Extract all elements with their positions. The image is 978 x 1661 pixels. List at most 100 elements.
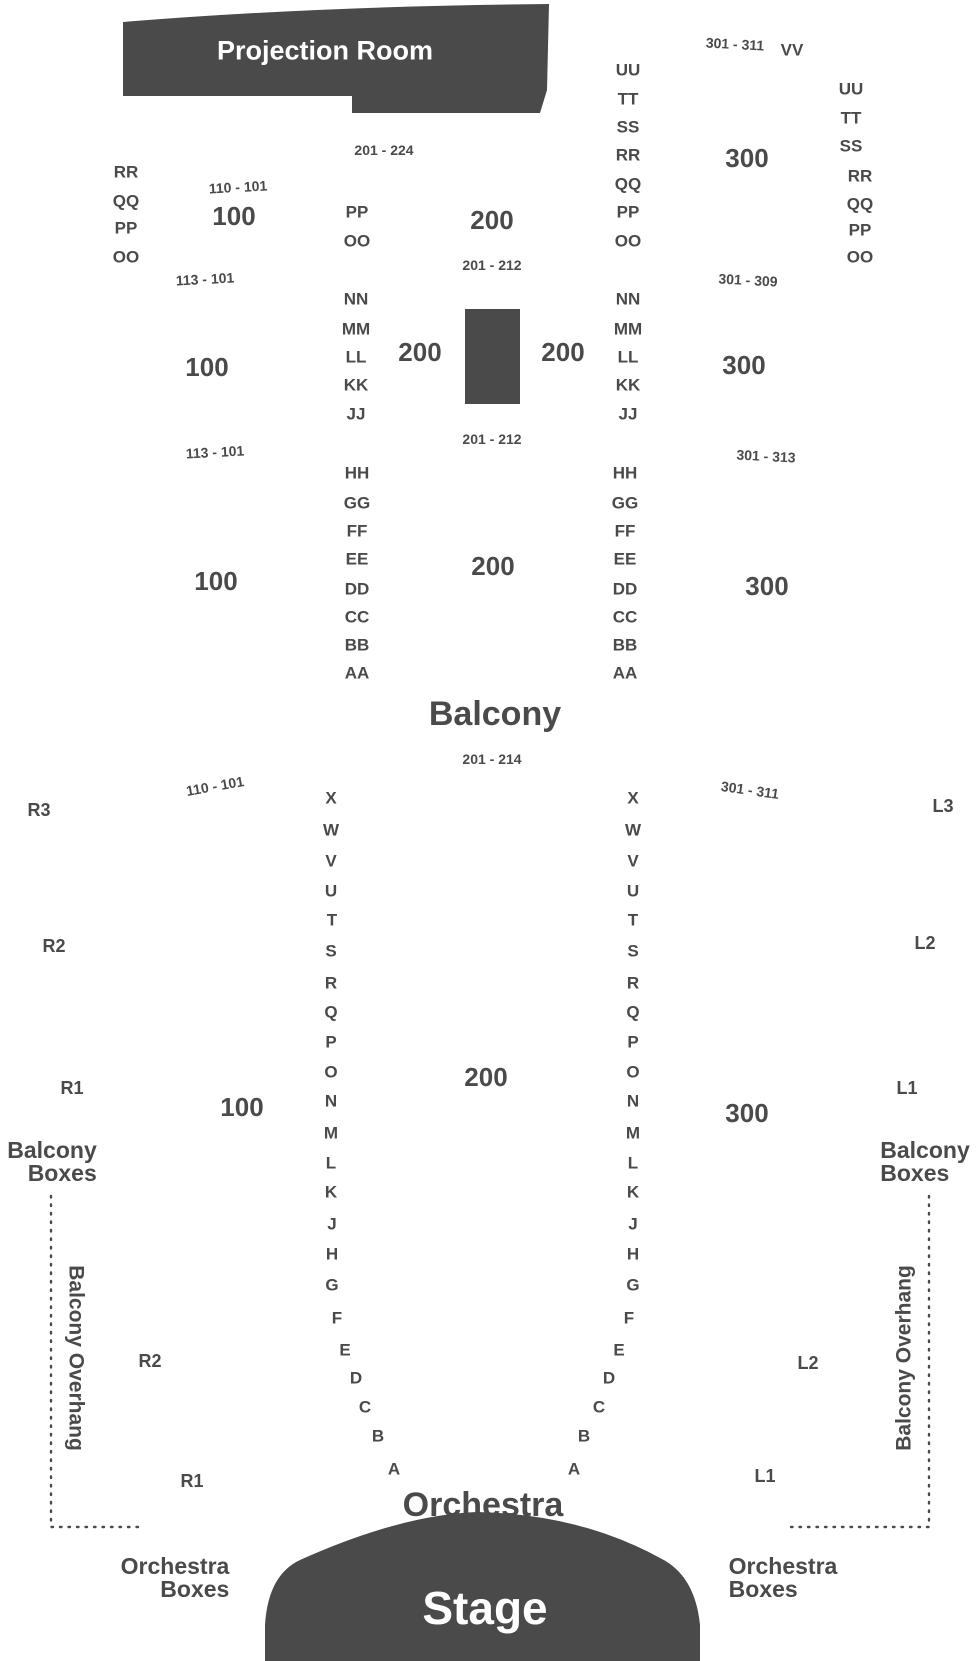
row-label[interactable]: OO: [112, 247, 140, 267]
stage-shape[interactable]: [265, 1512, 700, 1661]
row-label[interactable]: EE: [345, 549, 369, 569]
row-label[interactable]: R: [626, 973, 640, 993]
row-label[interactable]: TT: [840, 108, 862, 128]
row-label[interactable]: J: [628, 1214, 638, 1234]
row-label[interactable]: C: [358, 1397, 372, 1417]
row-label[interactable]: MM: [341, 319, 371, 339]
row-label[interactable]: RR: [615, 145, 641, 165]
section-label[interactable]: 200: [470, 205, 514, 235]
row-label[interactable]: DD: [612, 579, 638, 599]
row-label[interactable]: N: [324, 1091, 338, 1111]
row-label[interactable]: C: [592, 1397, 606, 1417]
row-label[interactable]: SS: [616, 117, 640, 137]
row-label[interactable]: FF: [614, 521, 636, 541]
row-label[interactable]: D: [349, 1368, 363, 1388]
row-label[interactable]: FF: [346, 521, 368, 541]
row-label[interactable]: V: [325, 851, 337, 871]
box-label[interactable]: R1: [180, 1471, 204, 1491]
row-label[interactable]: HH: [612, 463, 638, 483]
box-label[interactable]: R2: [138, 1351, 162, 1371]
section-label[interactable]: 300: [725, 1098, 769, 1128]
row-label[interactable]: OO: [846, 247, 874, 267]
row-label[interactable]: O: [324, 1062, 338, 1082]
row-label[interactable]: V: [627, 851, 639, 871]
row-label[interactable]: M: [625, 1123, 641, 1143]
row-label[interactable]: X: [627, 788, 639, 808]
row-label[interactable]: PP: [848, 220, 872, 240]
box-label[interactable]: L1: [754, 1466, 776, 1486]
row-label[interactable]: JJ: [618, 404, 638, 424]
row-label[interactable]: NN: [615, 289, 641, 309]
section-label[interactable]: 200: [541, 337, 585, 367]
row-label[interactable]: F: [331, 1308, 343, 1328]
row-label[interactable]: HH: [344, 463, 370, 483]
box-label[interactable]: L2: [914, 933, 936, 953]
row-label[interactable]: J: [327, 1214, 337, 1234]
row-label[interactable]: BB: [612, 635, 638, 655]
row-label[interactable]: S: [627, 941, 639, 961]
row-label[interactable]: OO: [614, 231, 642, 251]
row-label[interactable]: W: [322, 820, 340, 840]
row-label[interactable]: QQ: [614, 174, 642, 194]
row-label[interactable]: N: [626, 1091, 640, 1111]
section-label[interactable]: 100: [220, 1092, 264, 1122]
section-label[interactable]: 100: [185, 352, 229, 382]
row-label[interactable]: JJ: [346, 404, 366, 424]
section-label[interactable]: 100: [212, 201, 256, 231]
row-label[interactable]: W: [624, 820, 642, 840]
row-label[interactable]: DD: [344, 579, 370, 599]
row-label[interactable]: UU: [615, 60, 641, 80]
row-label[interactable]: G: [626, 1275, 640, 1295]
row-label[interactable]: RR: [113, 162, 139, 182]
box-label[interactable]: L3: [932, 796, 954, 816]
box-label[interactable]: L1: [896, 1078, 918, 1098]
row-label[interactable]: PP: [114, 218, 138, 238]
box-label[interactable]: L2: [797, 1353, 819, 1373]
row-label[interactable]: CC: [612, 607, 638, 627]
row-label[interactable]: U: [324, 881, 338, 901]
row-label[interactable]: A: [387, 1459, 401, 1479]
row-label[interactable]: B: [577, 1426, 591, 1446]
row-label[interactable]: AA: [612, 663, 638, 683]
section-label[interactable]: 300: [745, 571, 789, 601]
row-label[interactable]: T: [326, 910, 338, 930]
row-label[interactable]: Q: [324, 1002, 338, 1022]
row-label[interactable]: M: [323, 1123, 339, 1143]
row-label[interactable]: K: [324, 1182, 338, 1202]
row-label[interactable]: L: [325, 1153, 337, 1173]
row-label[interactable]: X: [325, 788, 337, 808]
row-label[interactable]: E: [339, 1340, 351, 1360]
row-label[interactable]: L: [627, 1153, 639, 1173]
box-label[interactable]: R2: [42, 936, 66, 956]
box-label[interactable]: R3: [27, 800, 51, 820]
row-label[interactable]: PP: [345, 202, 369, 222]
section-label[interactable]: 200: [398, 337, 442, 367]
row-label[interactable]: O: [626, 1062, 640, 1082]
row-label[interactable]: RR: [847, 166, 873, 186]
row-label[interactable]: E: [613, 1340, 625, 1360]
row-label[interactable]: SS: [839, 136, 863, 156]
row-label[interactable]: VV: [780, 40, 804, 60]
row-label[interactable]: G: [325, 1275, 339, 1295]
row-label[interactable]: TT: [617, 89, 639, 109]
row-label[interactable]: R: [324, 973, 338, 993]
row-label[interactable]: KK: [615, 375, 641, 395]
row-label[interactable]: GG: [611, 493, 639, 513]
row-label[interactable]: B: [371, 1426, 385, 1446]
row-label[interactable]: H: [325, 1244, 339, 1264]
section-label[interactable]: 300: [725, 143, 769, 173]
row-label[interactable]: P: [325, 1032, 337, 1052]
row-label[interactable]: NN: [343, 289, 369, 309]
row-label[interactable]: LL: [617, 347, 639, 367]
row-label[interactable]: QQ: [846, 194, 874, 214]
row-label[interactable]: UU: [838, 79, 864, 99]
projection-room-shape[interactable]: [123, 4, 549, 113]
row-label[interactable]: EE: [613, 549, 637, 569]
row-label[interactable]: QQ: [112, 191, 140, 211]
row-label[interactable]: PP: [616, 202, 640, 222]
row-label[interactable]: H: [626, 1244, 640, 1264]
row-label[interactable]: P: [627, 1032, 639, 1052]
row-label[interactable]: BB: [344, 635, 370, 655]
row-label[interactable]: T: [627, 910, 639, 930]
row-label[interactable]: AA: [344, 663, 370, 683]
